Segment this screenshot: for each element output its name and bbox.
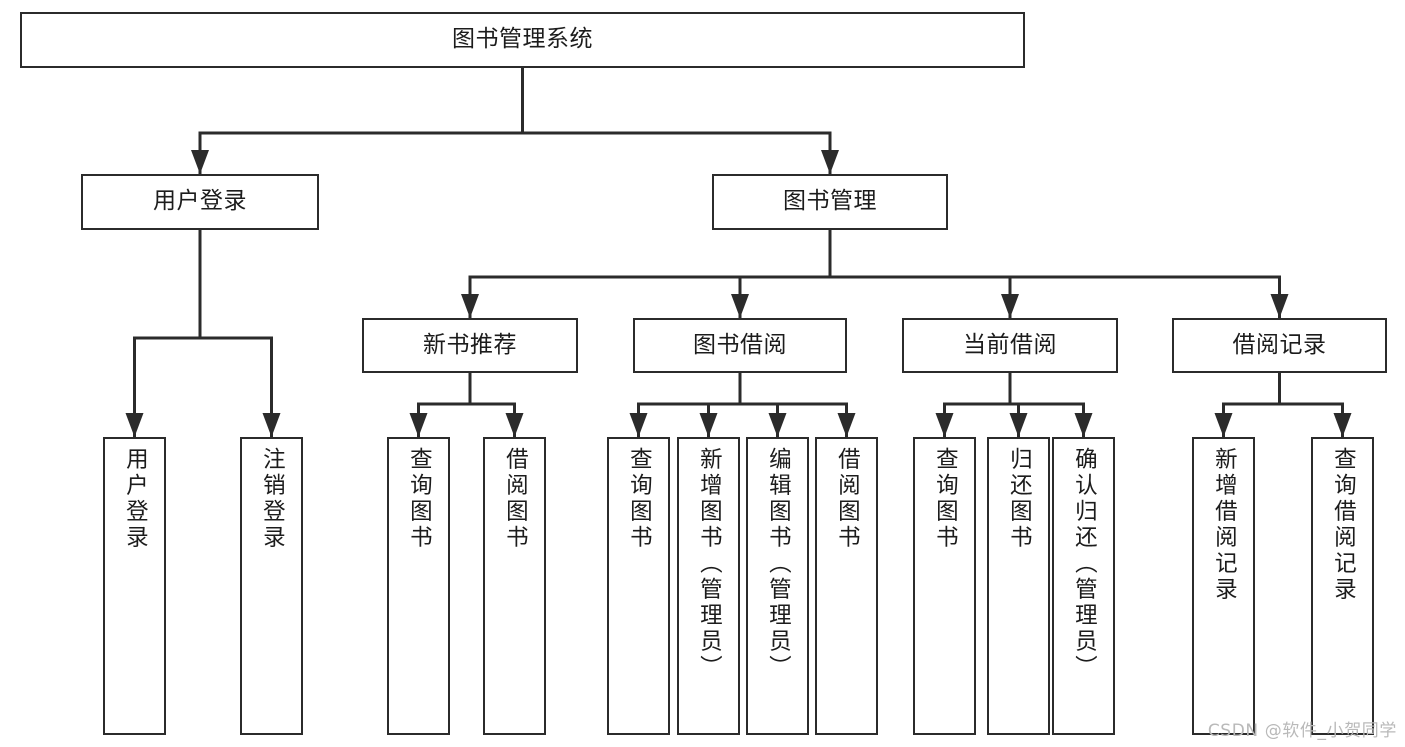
node-label-leaf-query-book-2: 查询图书 [626,447,653,551]
node-label-leaf-user-login: 用户登录 [122,447,149,551]
node-label-user-login: 用户登录 [153,188,247,215]
node-label-leaf-add-book: 新增图书（管理员） [696,447,723,681]
connector-arrowhead [505,413,524,437]
node-label-book-manage: 图书管理 [783,188,877,215]
connector-arrowhead [699,413,718,437]
connector-arrowhead [461,294,479,318]
node-leaf-query-book-1[interactable]: 查询图书 [387,437,450,735]
node-leaf-user-logout[interactable]: 注销登录 [240,437,303,735]
node-label-current-borrow: 当前借阅 [963,331,1057,358]
node-current-borrow[interactable]: 当前借阅 [902,318,1118,373]
connector-arrowhead [837,413,856,437]
node-leaf-borrow-book-2[interactable]: 借阅图书 [815,437,878,735]
node-leaf-add-book[interactable]: 新增图书（管理员） [677,437,740,735]
node-label-leaf-confirm-return: 确认归还（管理员） [1071,447,1098,681]
node-leaf-edit-book[interactable]: 编辑图书（管理员） [746,437,809,735]
connector-arrowhead [125,413,144,437]
connector-arrowhead [629,413,648,437]
connector-arrowhead [1333,413,1352,437]
node-label-leaf-query-book-3: 查询图书 [932,447,959,551]
node-book-borrow[interactable]: 图书借阅 [633,318,847,373]
node-borrow-record[interactable]: 借阅记录 [1172,318,1387,373]
node-label-leaf-add-record: 新增借阅记录 [1211,447,1238,603]
node-label-leaf-query-book-1: 查询图书 [406,447,433,551]
connector-arrowhead [262,413,281,437]
node-label-new-book-rec: 新书推荐 [423,331,517,358]
node-label-leaf-borrow-book-2: 借阅图书 [834,447,861,551]
connector-arrowhead [1001,294,1019,318]
node-leaf-query-book-2[interactable]: 查询图书 [607,437,670,735]
node-leaf-query-record[interactable]: 查询借阅记录 [1311,437,1374,735]
node-label-root: 图书管理系统 [452,26,593,53]
connector-arrowhead [1214,413,1233,437]
node-leaf-confirm-return[interactable]: 确认归还（管理员） [1052,437,1115,735]
node-leaf-add-record[interactable]: 新增借阅记录 [1192,437,1255,735]
connector-arrowhead [935,413,954,437]
node-label-leaf-return-book: 归还图书 [1006,447,1033,551]
node-label-book-borrow: 图书借阅 [693,331,787,358]
node-label-leaf-borrow-book-1: 借阅图书 [502,447,529,551]
connector-arrowhead [731,294,749,318]
node-leaf-user-login[interactable]: 用户登录 [103,437,166,735]
node-leaf-query-book-3[interactable]: 查询图书 [913,437,976,735]
node-leaf-return-book[interactable]: 归还图书 [987,437,1050,735]
connector-arrowhead [191,150,209,174]
node-label-leaf-edit-book: 编辑图书（管理员） [765,447,792,681]
node-label-borrow-record: 借阅记录 [1232,331,1327,358]
node-leaf-borrow-book-1[interactable]: 借阅图书 [483,437,546,735]
connector-arrowhead [1009,413,1028,437]
node-new-book-rec[interactable]: 新书推荐 [362,318,578,373]
connector-arrowhead [821,150,839,174]
connector-arrowhead [409,413,428,437]
node-label-leaf-query-record: 查询借阅记录 [1330,447,1357,603]
node-book-manage[interactable]: 图书管理 [712,174,948,230]
node-user-login[interactable]: 用户登录 [81,174,319,230]
connector-arrowhead [1074,413,1093,437]
connector-arrowhead [1270,294,1289,318]
connector-arrowhead [768,413,787,437]
node-label-leaf-user-logout: 注销登录 [259,447,286,551]
node-root[interactable]: 图书管理系统 [20,12,1025,68]
